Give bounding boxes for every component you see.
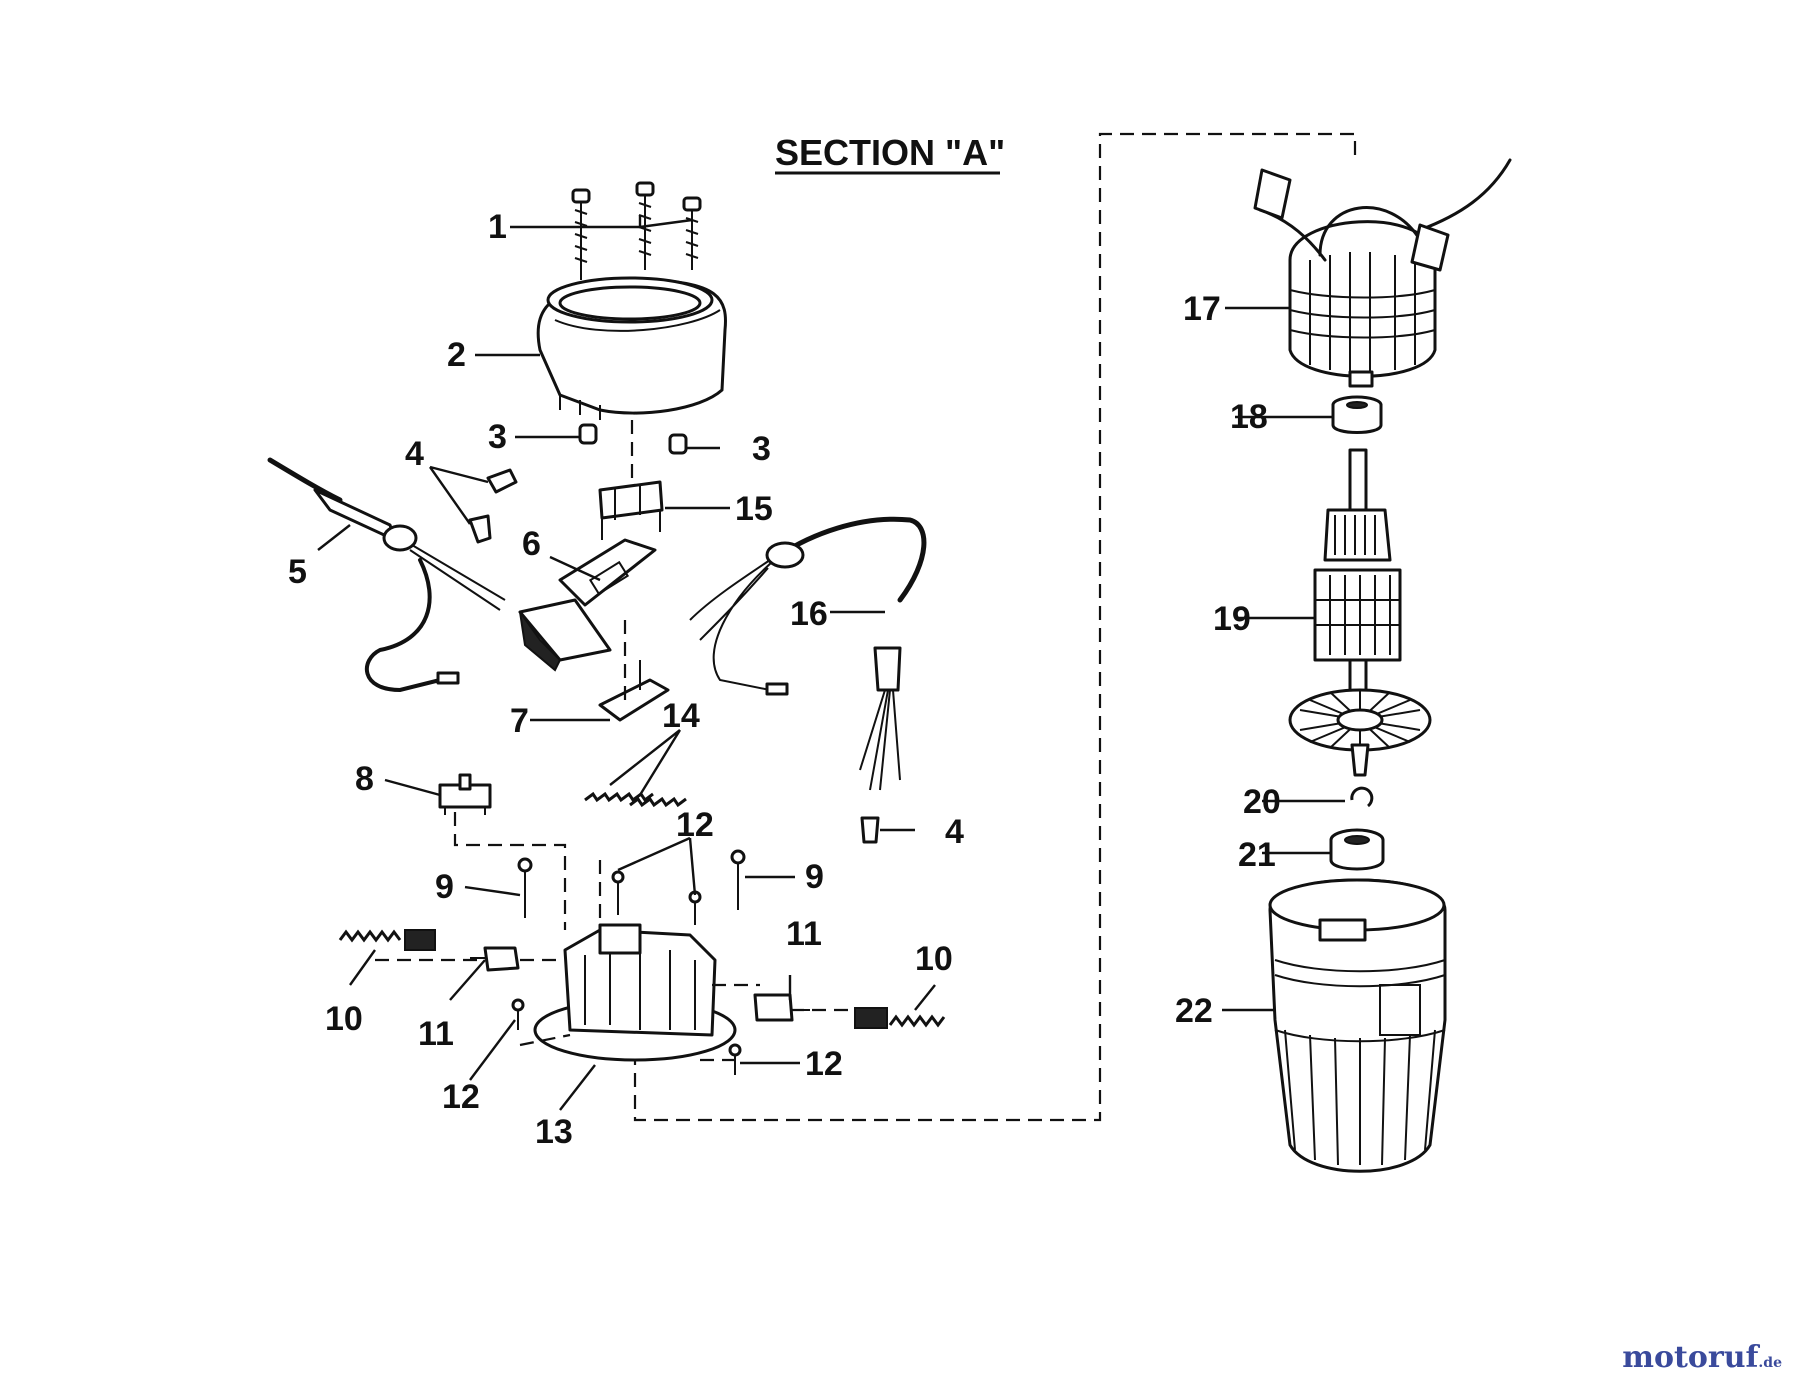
callout-6: 6 [522,525,541,563]
callout-13: 13 [535,1113,573,1151]
part-17-field-stator [1253,158,1512,388]
part-15-bracket [598,480,664,540]
assembly-axis-lines [375,420,850,1062]
part-5-power-cord [267,457,506,693]
part-7-actuator [598,660,670,722]
callout-4b: 4 [945,813,964,851]
part-2-motor-cap [536,276,727,420]
callout-22: 22 [1175,992,1213,1030]
motoruf-watermark: motoruf.de [1622,1340,1782,1375]
part-20-retaining-ring [1350,786,1374,808]
section-title: SECTION "A" [775,132,1005,173]
part-19-armature [1288,448,1432,777]
callout-11b: 11 [786,915,822,953]
callout-9a: 9 [435,868,454,906]
callout-20: 20 [1243,783,1281,821]
callout-15: 15 [735,490,773,528]
callout-9b: 9 [805,858,824,896]
callout-leader-lines [317,215,1345,1111]
part-10-brushes [338,929,946,1029]
part-16-wire-harness [689,516,927,791]
watermark-text: motoruf [1622,1340,1759,1375]
callout-3b: 3 [752,430,771,468]
part-9-12-screws [511,849,746,1075]
callout-19: 19 [1213,600,1251,638]
callout-2: 2 [447,336,466,374]
part-4-wire-nuts [468,468,880,844]
watermark-suffix: .de [1758,1355,1782,1371]
callout-8: 8 [355,760,374,798]
callout-7: 7 [510,702,529,740]
callout-10a: 10 [325,1000,363,1038]
callout-4a: 4 [405,435,424,473]
part-18-bearing [1331,395,1383,434]
part-22-motor-housing [1268,878,1447,1173]
part-8-slide-switch [438,773,492,815]
part-21-bearing [1329,828,1385,871]
callout-labels: 1 2 3 3 4 5 6 15 16 7 14 8 12 9 9 10 11 … [288,208,1281,1151]
part-13-brush-housing [533,923,737,1062]
part-11-brush-holders [470,946,810,1022]
part-1-screws [571,181,702,280]
callout-3a: 3 [488,418,507,456]
callout-17: 17 [1183,290,1221,328]
callout-21: 21 [1238,836,1276,874]
callout-12a: 12 [676,806,714,844]
part-14-springs [584,791,687,808]
part-6-switch-paddle [518,538,657,672]
callout-1: 1 [488,208,507,246]
callout-14: 14 [662,697,700,735]
callout-12b: 12 [442,1078,480,1116]
callout-12c: 12 [805,1045,843,1083]
callout-18: 18 [1230,398,1268,436]
part-3-pins [578,423,688,455]
callout-5: 5 [288,553,307,591]
callout-16: 16 [790,595,828,633]
callout-10b: 10 [915,940,953,978]
callout-11a: 11 [418,1015,454,1053]
